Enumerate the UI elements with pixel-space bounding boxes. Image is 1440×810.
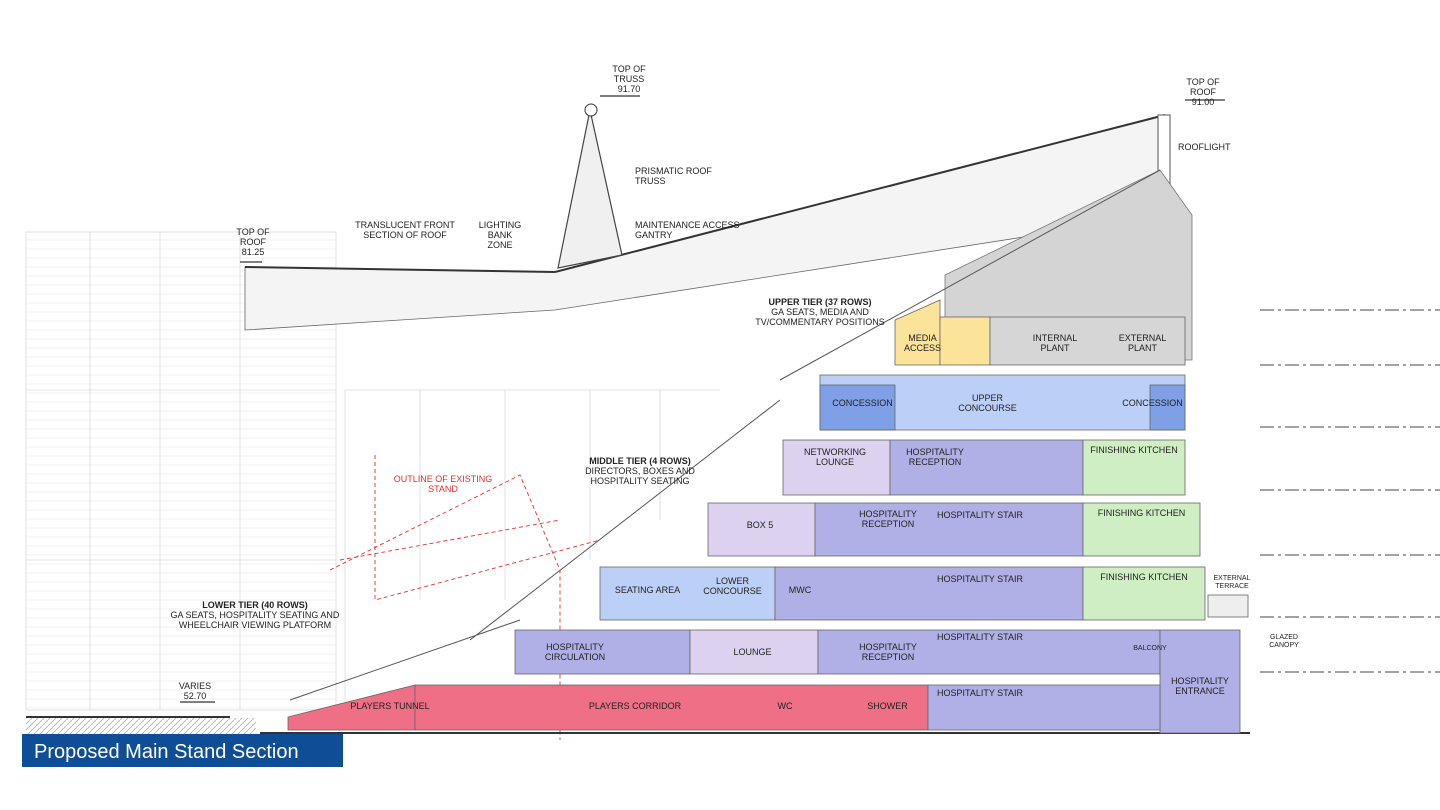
room-networking-lounge: NETWORKING LOUNGE: [804, 447, 866, 467]
room-wc: WC: [777, 701, 793, 711]
translucent-roof-note: TRANSLUCENT FRONT SECTION OF ROOF: [355, 220, 455, 240]
room-hospitality-stair-l1: HOSPITALITY STAIR: [936, 632, 1024, 642]
room-external-plant: EXTERNAL PLANT: [1118, 332, 1167, 353]
tier-title: LOWER TIER (40 ROWS): [202, 600, 308, 610]
room-box-5: BOX 5: [746, 520, 774, 530]
room-internal-plant: INTERNAL PLANT: [1032, 332, 1078, 353]
tier-description: DIRECTORS, BOXES AND HOSPITALITY SEATING: [585, 466, 695, 486]
room-mwc: MWC: [788, 585, 812, 595]
room-blocks: [287, 299, 1249, 734]
section-caption: Proposed Main Stand Section: [22, 734, 343, 767]
existing-stand-note: OUTLINE OF EXISTING STAND: [393, 474, 493, 494]
tier-title: UPPER TIER (37 ROWS): [768, 297, 872, 307]
room-lower-concourse: LOWER CONCOURSE: [703, 576, 762, 596]
level-label: VARIES: [178, 681, 212, 691]
room-finishing-kitchen-l3: FINISHING KITCHEN: [1097, 508, 1186, 518]
middle-tier-note: MIDDLE TIER (4 ROWS)DIRECTORS, BOXES AND…: [575, 456, 705, 486]
maintenance-gantry-note: MAINTENANCE ACCESS GANTRY: [635, 220, 740, 240]
room-seating-area: SEATING AREA: [614, 585, 681, 595]
level-label: TOP OF TRUSS: [612, 64, 646, 84]
room-upper-concourse: UPPER CONCOURSE: [958, 392, 1017, 413]
lower-tier-note: LOWER TIER (40 ROWS)GA SEATS, HOSPITALIT…: [165, 600, 345, 630]
level-value: 91.00: [1191, 97, 1215, 107]
lighting-bank-note: LIGHTING BANK ZONE: [478, 220, 522, 250]
room-hospitality-entrance: HOSPITALITY ENTRANCE: [1171, 676, 1229, 696]
prismatic-truss-note: PRISMATIC ROOF TRUSS: [635, 166, 712, 186]
room-hospitality-stair-l3: HOSPITALITY STAIR: [936, 510, 1024, 520]
room-finishing-kitchen-l4: FINISHING KITCHEN: [1090, 445, 1178, 455]
level-value: 91.70: [617, 84, 641, 94]
level-label: TOP OF ROOF: [236, 227, 270, 247]
room-shower: SHOWER: [867, 701, 908, 711]
level-value: 81.25: [241, 247, 265, 257]
room-balcony: BALCONY: [1133, 645, 1167, 652]
room-hospitality-reception-l4: HOSPITALITY RECEPTION: [906, 447, 964, 467]
level-value: 52.70: [183, 691, 207, 701]
room-hospitality-circulation: HOSPITALITY CIRCULATION: [544, 642, 606, 662]
upper-tier-note: UPPER TIER (37 ROWS)GA SEATS, MEDIA AND …: [745, 297, 895, 327]
room-players-corridor: PLAYERS CORRIDOR: [588, 701, 682, 711]
tier-description: GA SEATS, MEDIA AND TV/COMMENTARY POSITI…: [755, 307, 885, 327]
rooflight-note: ROOFLIGHT: [1178, 142, 1231, 152]
room-finishing-kitchen-l2: FINISHING KITCHEN: [1100, 572, 1188, 582]
room-concession-left: CONCESSION: [832, 397, 893, 408]
room-concession-right: CONCESSION: [1122, 397, 1183, 408]
opposite-stand-grid: [25, 231, 720, 711]
room-hospitality-stair-ground: HOSPITALITY STAIR: [936, 688, 1024, 698]
room-hospitality-stair-l2: HOSPITALITY STAIR: [936, 574, 1024, 584]
external-terrace-note: EXTERNAL TERRACE: [1213, 575, 1251, 590]
room-hospitality-reception-l1: HOSPITALITY RECEPTION: [859, 642, 917, 662]
room-lounge: LOUNGE: [733, 647, 772, 657]
tier-description: GA SEATS, HOSPITALITY SEATING AND WHEELC…: [170, 610, 340, 630]
room-media-access: MEDIA ACCESS: [903, 332, 941, 353]
tier-title: MIDDLE TIER (4 ROWS): [589, 456, 691, 466]
level-label: TOP OF ROOF: [1186, 77, 1220, 97]
room-hospitality-reception-l3: HOSPITALITY RECEPTION: [859, 509, 917, 529]
glazed-canopy-note: GLAZED CANOPY: [1269, 634, 1299, 649]
room-players-tunnel: PLAYERS TUNNEL: [350, 701, 430, 711]
